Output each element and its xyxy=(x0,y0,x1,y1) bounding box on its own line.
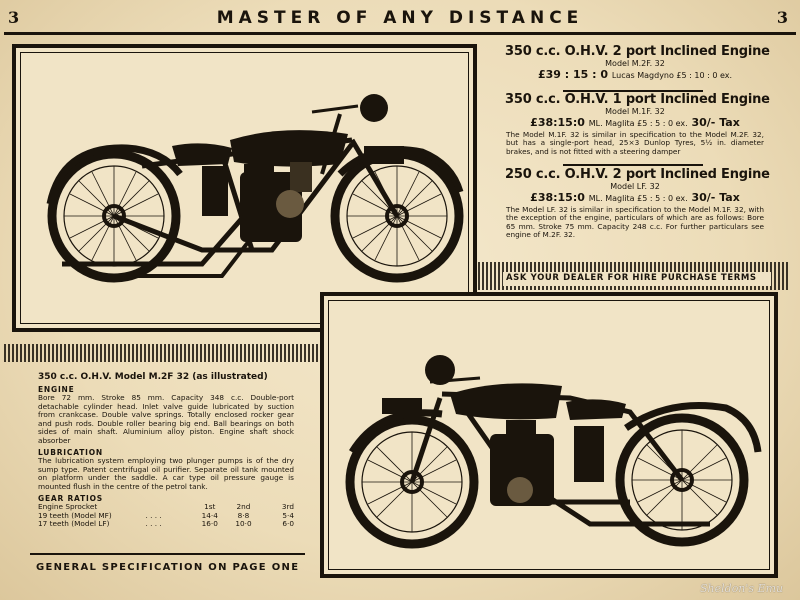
table-header: 2nd xyxy=(236,502,251,512)
page-title: MASTER OF ANY DISTANCE xyxy=(216,8,584,28)
tax-label: 30/- Tax xyxy=(691,191,740,204)
ratio-cell: 5·4 xyxy=(282,510,294,520)
model-price: £38:15:0 ML. Maglita £5 : 5 : 0 ex. 30/-… xyxy=(505,191,765,204)
header-rule xyxy=(4,32,796,35)
table-header: 3rd xyxy=(281,502,294,512)
table-header: Engine Sprocket xyxy=(38,502,98,512)
lubrication-heading: LUBRICATION xyxy=(38,448,103,458)
spec-title: 350 c.c. O.H.V. Model M.2F 32 (as illust… xyxy=(38,372,268,382)
motorcycle-2-icon xyxy=(345,355,762,549)
model-heading: 350 c.c. O.H.V. 2 port Inclined Engine xyxy=(505,44,770,59)
photo-frame-bottom xyxy=(320,292,778,578)
row-label: 19 teeth (Model MF) xyxy=(38,510,112,520)
gear-ratios-table: Engine Sprocket 1st 2nd 3rd 19 teeth (Mo… xyxy=(38,502,294,529)
row-dots: . . . . xyxy=(145,519,162,529)
page-header: 3 MASTER OF ANY DISTANCE 3 xyxy=(0,8,800,30)
ratio-cell: 16·0 xyxy=(201,519,218,529)
lubrication-text: The lubrication system employing two plu… xyxy=(38,456,294,491)
divider xyxy=(563,90,703,92)
specification-block: 350 c.c. O.H.V. Model M.2F 32 (as illust… xyxy=(38,372,294,528)
footer-rule xyxy=(30,553,305,555)
table-row: 17 teeth (Model LF) . . . . 16·0 10·0 6·… xyxy=(38,519,294,529)
table-row: 19 teeth (Model MF) . . . . 14·4 8·8 5·4 xyxy=(38,510,294,520)
model-m2f-block: 350 c.c. O.H.V. 2 port Inclined Engine M… xyxy=(505,44,770,81)
magneto-price: ML. Maglita £5 : 5 : 0 ex. xyxy=(588,194,688,203)
photo-frame-top xyxy=(12,44,477,332)
ask-background xyxy=(503,272,771,286)
model-description: The Model M.1F. 32 is similar in specifi… xyxy=(506,130,764,156)
magneto-price: ML. Maglita £5 : 5 : 0 ex. xyxy=(588,119,688,128)
ratio-cell: 14·4 xyxy=(201,510,218,520)
ratio-cell: 10·0 xyxy=(235,519,252,529)
page-number-right: 3 xyxy=(776,8,788,27)
magneto-price: Lucas Magdyno £5 : 10 : 0 ex. xyxy=(611,71,733,80)
model-lf-block: 250 c.c. O.H.V. 2 port Inclined Engine M… xyxy=(505,167,770,204)
price-value: £38:15:0 xyxy=(530,116,585,129)
model-m1f-block: 350 c.c. O.H.V. 1 port Inclined Engine M… xyxy=(505,92,770,129)
stripe-band-left xyxy=(4,344,320,362)
model-description: The Model LF. 32 is similar in specifica… xyxy=(506,205,764,240)
model-number: Model LF. 32 xyxy=(610,182,660,191)
model-number: Model M.2F. 32 xyxy=(605,59,665,68)
ratio-cell: 8·8 xyxy=(237,510,250,520)
divider xyxy=(563,164,703,166)
page-number-left: 3 xyxy=(8,8,20,27)
table-header: 1st xyxy=(204,502,216,512)
price-value: £39 : 15 : 0 xyxy=(537,68,608,81)
model-heading: 350 c.c. O.H.V. 1 port Inclined Engine xyxy=(505,92,770,107)
gear-ratios-heading: GEAR RATIOS xyxy=(38,494,103,504)
tax-label: 30/- Tax xyxy=(691,116,740,129)
price-value: £38:15:0 xyxy=(530,191,585,204)
model-price: £38:15:0 ML. Maglita £5 : 5 : 0 ex. 30/-… xyxy=(505,116,765,129)
model-price: £39 : 15 : 0 Lucas Magdyno £5 : 10 : 0 e… xyxy=(505,68,765,81)
motorcycle-1-icon xyxy=(46,94,464,283)
engine-text: Bore 72 mm. Stroke 85 mm. Capacity 348 c… xyxy=(38,393,294,445)
hire-purchase-note-text: ASK YOUR DEALER FOR HIRE PURCHASE TERMS xyxy=(506,273,757,283)
table-header-row: Engine Sprocket 1st 2nd 3rd xyxy=(38,502,294,512)
model-number: Model M.1F. 32 xyxy=(605,107,665,116)
row-label: 17 teeth (Model LF) xyxy=(38,519,110,529)
footer-note: GENERAL SPECIFICATION ON PAGE ONE xyxy=(36,562,300,573)
ratio-cell: 6·0 xyxy=(282,519,294,529)
watermark: Sheldon's Emu xyxy=(700,582,784,595)
row-dots: . . . . xyxy=(145,510,162,520)
model-heading: 250 c.c. O.H.V. 2 port Inclined Engine xyxy=(505,167,770,182)
engine-heading: ENGINE xyxy=(38,385,75,394)
